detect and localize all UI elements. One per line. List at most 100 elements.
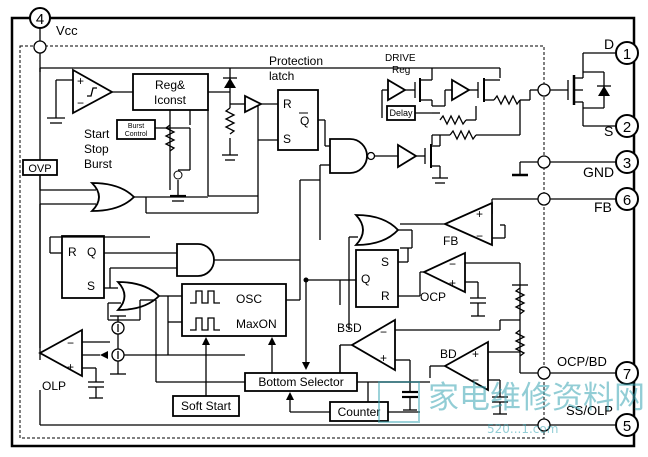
burst-control-block: Burst Control (116, 119, 190, 140)
svg-text:+: + (472, 347, 479, 361)
chip-boundary (19, 45, 545, 439)
start-stop-comparator: + − (47, 68, 133, 124)
burst-resistor (164, 124, 176, 152)
svg-text:+: + (380, 351, 387, 365)
svg-text:Q: Q (361, 272, 370, 286)
svg-text:6: 6 (623, 192, 631, 209)
watermark-url: 520...1.com (487, 422, 558, 436)
fb-line (491, 198, 538, 214)
ocp-comparator: − + (419, 251, 520, 317)
nand-gate (319, 138, 398, 240)
pin-1: 1 (615, 41, 639, 65)
svg-text:−: − (449, 257, 456, 271)
counter-cap (402, 378, 418, 411)
svg-text:−: − (476, 229, 483, 243)
vcc-terminal (33, 40, 47, 54)
protection-label: Protection (269, 54, 323, 68)
pin-7-label: OCP/BD (557, 354, 607, 369)
pin-5-label: SS/OLP (566, 403, 613, 418)
ovp-block: OVP (22, 159, 58, 176)
soft-start-block: Soft Start (172, 395, 240, 417)
drive-reg-label: Reg (392, 65, 410, 76)
pin-1-label: D (604, 36, 614, 52)
latch-label: latch (269, 69, 294, 83)
bd-label: BD (440, 347, 457, 361)
svg-text:R: R (381, 289, 390, 303)
svg-text:Delay: Delay (389, 108, 413, 118)
pin-6: 6 (615, 187, 639, 211)
svg-text:Counter: Counter (338, 405, 381, 419)
svg-text:Q: Q (300, 114, 309, 128)
ss-olp-line (39, 299, 538, 426)
svg-text:Iconst: Iconst (154, 93, 187, 107)
svg-text:Control: Control (125, 131, 148, 138)
protection-latch: R Q S (258, 89, 330, 151)
pin-5: 5 (615, 413, 639, 437)
gnd-terminal (537, 155, 551, 169)
or-gate-ovp (39, 175, 208, 348)
pin-4-label: Vcc (56, 23, 78, 38)
current-sources (82, 315, 245, 375)
pin-3: 3 (615, 150, 639, 174)
svg-text:R: R (283, 97, 292, 111)
reg-wiring (169, 91, 259, 213)
pin-2-label: S (604, 123, 613, 139)
zener-divider (222, 68, 245, 161)
drive-label: DRIVE (385, 53, 416, 64)
or-gate-fb (348, 214, 445, 330)
osc-maxon-block: OSC MaxON (168, 260, 301, 337)
svg-text:1: 1 (623, 46, 631, 63)
svg-text:MaxON: MaxON (236, 317, 277, 331)
svg-text:S: S (381, 255, 389, 269)
protection-buffer (244, 94, 278, 114)
olp-comparator: − + (38, 328, 110, 399)
svg-text:4: 4 (36, 11, 44, 28)
burst-label: Burst (84, 157, 113, 171)
svg-text:−: − (77, 96, 84, 110)
svg-text:−: − (380, 325, 387, 339)
counter-block: Counter (286, 382, 420, 422)
svg-text:+: + (476, 207, 483, 221)
svg-text:Q: Q (87, 245, 96, 259)
pin-7: 7 (615, 361, 639, 385)
svg-text:+: + (77, 74, 84, 88)
stop-label: Stop (84, 142, 109, 156)
misc-wires (107, 279, 340, 321)
burst-switch (173, 170, 183, 180)
bsd-label: BSD (337, 321, 362, 335)
svg-text:OSC: OSC (236, 292, 262, 306)
svg-text:R: R (68, 245, 77, 259)
bd-comparator: + − (429, 340, 520, 415)
svg-text:3: 3 (623, 155, 631, 172)
fb-amplifier: + − (442, 201, 506, 247)
or-gate-osc (108, 281, 169, 355)
svg-text:Soft Start: Soft Start (181, 399, 232, 413)
olp-label: OLP (42, 379, 66, 393)
drive-stage: Delay (381, 67, 538, 184)
osc-arrows (202, 277, 310, 396)
gnd-symbol-pin3 (512, 161, 538, 177)
svg-text:7: 7 (623, 366, 631, 383)
svg-text:+: + (67, 360, 74, 374)
pin-6-label: FB (594, 199, 612, 215)
gate-terminal (537, 83, 551, 97)
fb-terminal (537, 192, 551, 206)
pin-4: 4 (29, 7, 51, 29)
svg-text:2: 2 (623, 119, 631, 136)
ocp-terminal (537, 366, 551, 380)
svg-text:5: 5 (623, 418, 631, 435)
svg-text:−: − (472, 373, 479, 387)
pin-wires (39, 28, 616, 426)
ocp-label: OCP (420, 290, 446, 304)
reg-iconst-block: Reg& Iconst (132, 73, 209, 111)
flip-flop-1: R Q S (49, 235, 177, 299)
start-label: Start (84, 127, 110, 141)
svg-text:+: + (449, 276, 456, 290)
flip-flop-2: S Q R (339, 248, 420, 308)
svg-text:OVP: OVP (28, 163, 51, 175)
watermark-logo (378, 381, 420, 423)
watermark: 家电维修资料网 (428, 380, 645, 416)
power-mosfet (567, 71, 611, 109)
svg-text:S: S (283, 132, 291, 146)
